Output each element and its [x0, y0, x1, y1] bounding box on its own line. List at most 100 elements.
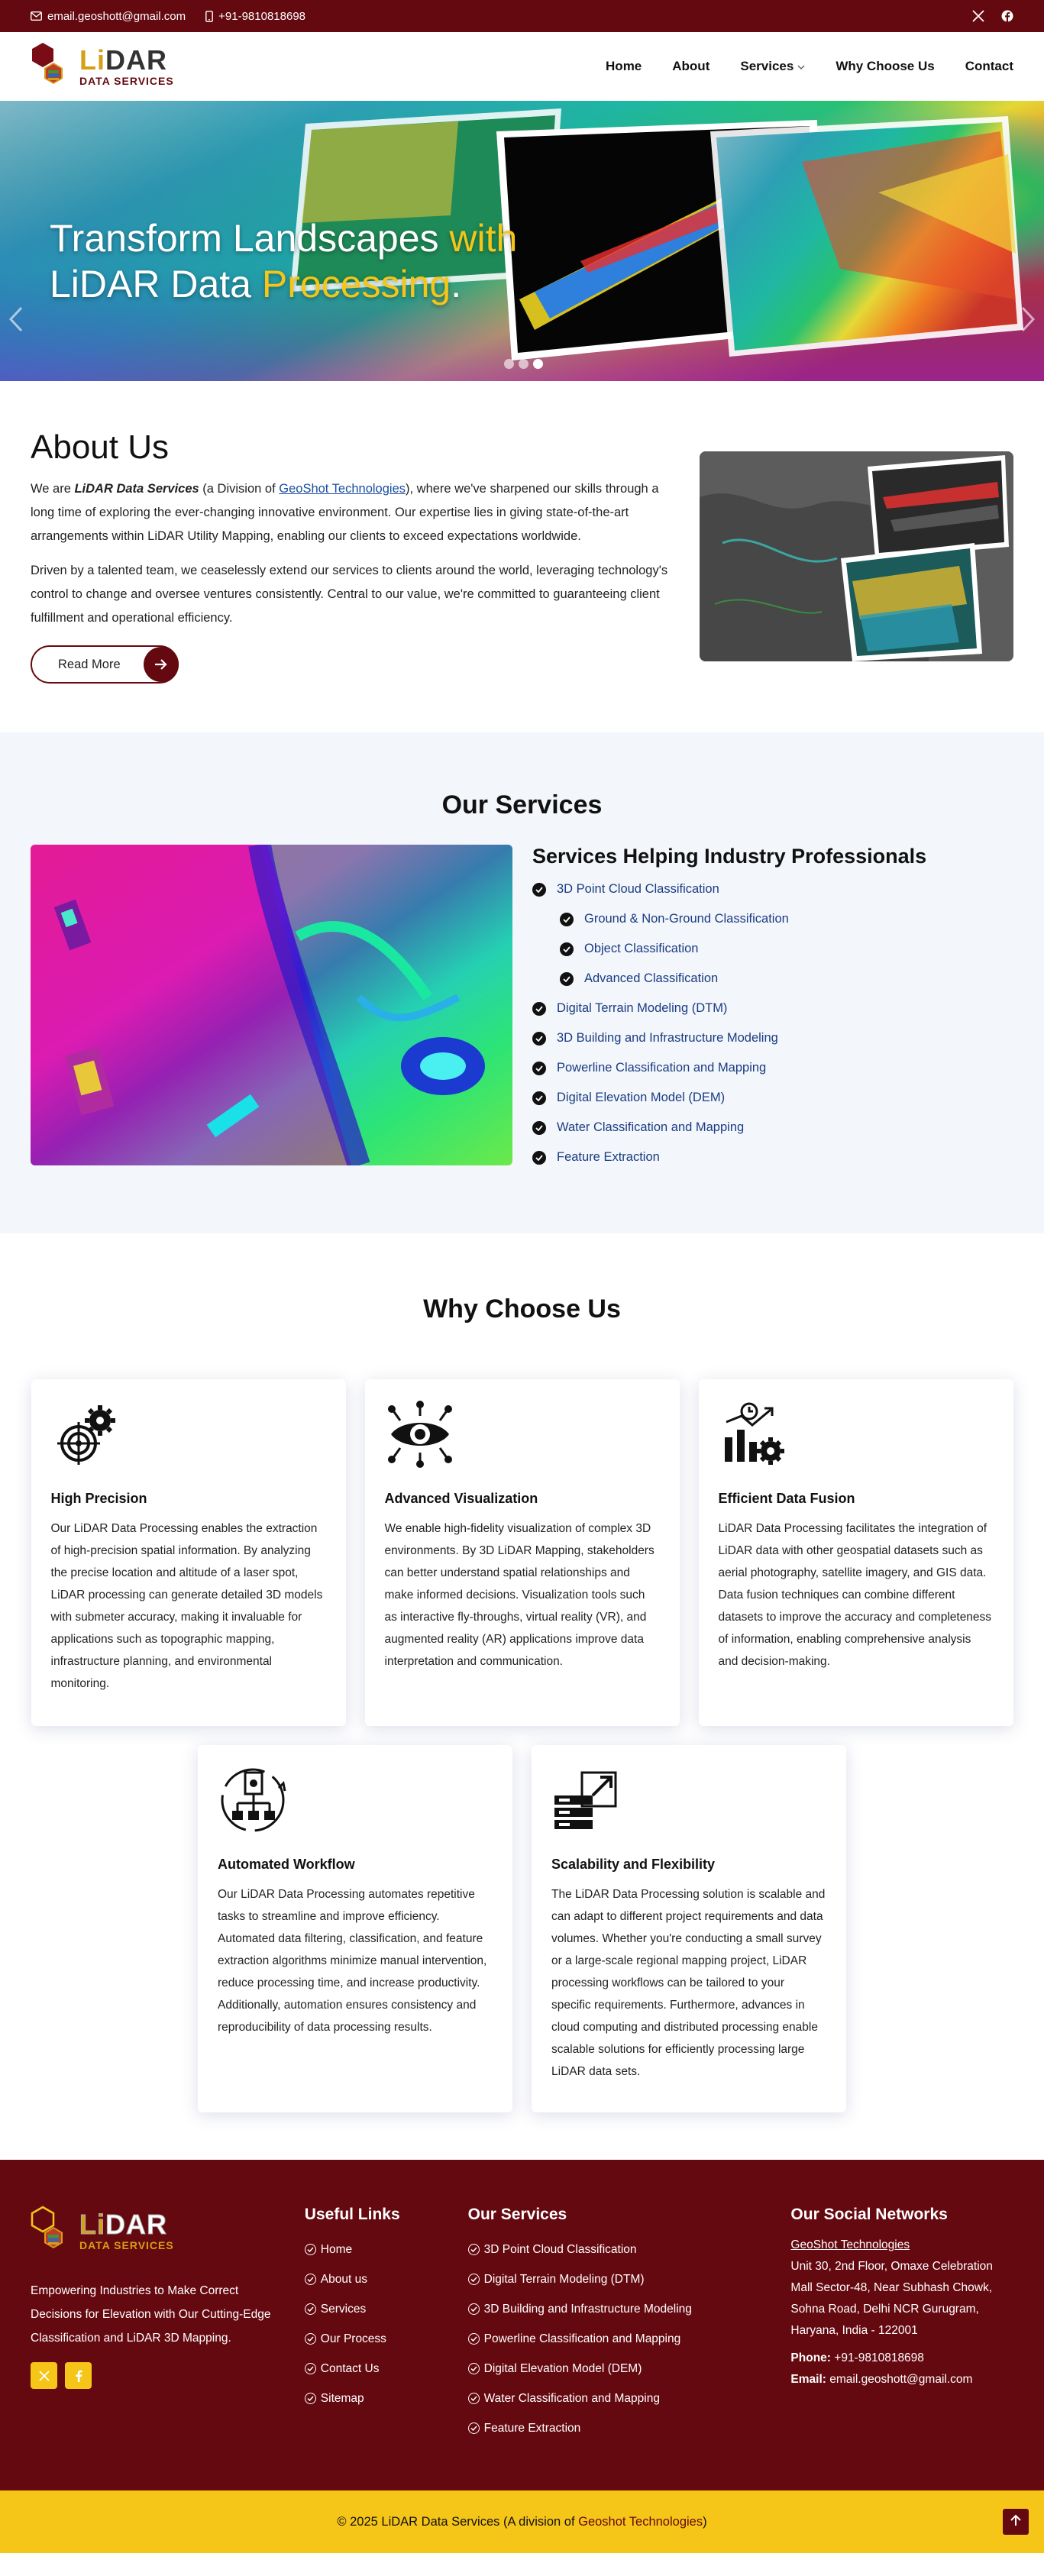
target-gear-icon — [51, 1399, 121, 1469]
arrow-right-icon — [143, 647, 179, 682]
feature-card: Advanced Visualization We enable high-fi… — [364, 1379, 680, 1726]
check-circle-outline-icon — [304, 2244, 316, 2255]
nav-contact[interactable]: Contact — [965, 59, 1013, 73]
service-label: Water Classification and Mapping — [557, 1120, 745, 1134]
footer-email[interactable]: email.geoshott@gmail.com — [829, 2373, 973, 2386]
footer-useful-link[interactable]: Home — [304, 2235, 468, 2264]
slide-dot[interactable] — [504, 359, 514, 369]
footer-link-label: 3D Point Cloud Classification — [483, 2242, 637, 2256]
hero-slider: Transform Landscapes with LiDAR Data Pro… — [0, 101, 1044, 381]
service-list-item[interactable]: 3D Building and Infrastructure Modeling — [532, 1023, 926, 1053]
service-list-item[interactable]: Advanced Classification — [532, 964, 926, 994]
service-label: Feature Extraction — [557, 1150, 660, 1164]
why-heading: Why Choose Us — [423, 1294, 621, 1324]
footer-tagline: Empowering Industries to Make Correct De… — [31, 2284, 271, 2345]
check-circle-icon — [560, 971, 574, 986]
footer-service-link[interactable]: Digital Elevation Model (DEM) — [467, 2354, 791, 2384]
service-list-item[interactable]: Digital Terrain Modeling (DTM) — [532, 994, 926, 1023]
about-lidar-image — [699, 451, 1013, 661]
footer-link-label: Feature Extraction — [483, 2421, 581, 2435]
footer-useful-links-heading: Useful Links — [304, 2206, 400, 2223]
footer-logo[interactable]: LiDAR DATA SERVICES — [31, 2206, 274, 2256]
service-label: Ground & Non-Ground Classification — [584, 912, 789, 926]
service-list-item[interactable]: Powerline Classification and Mapping — [532, 1053, 926, 1083]
check-circle-outline-icon — [467, 2393, 480, 2404]
slide-dot-active[interactable] — [533, 359, 543, 369]
footer-useful-link[interactable]: Contact Us — [304, 2354, 468, 2384]
check-circle-outline-icon — [467, 2363, 480, 2374]
footer-x-twitter-icon[interactable] — [31, 2362, 57, 2389]
topbar-phone-link[interactable]: +91-9810818698 — [205, 10, 305, 23]
check-circle-icon — [532, 1091, 546, 1105]
copyright-geoshot-link[interactable]: Geoshot Technologies — [578, 2514, 703, 2529]
check-circle-outline-icon — [467, 2244, 480, 2255]
footer-useful-link[interactable]: Services — [304, 2294, 468, 2324]
read-more-button[interactable]: Read More — [31, 645, 179, 684]
hero-next-arrow-icon[interactable] — [1020, 305, 1036, 341]
footer-useful-link[interactable]: Our Process — [304, 2324, 468, 2354]
footer-address-block: GeoShot Technologies Unit 30, 2nd Floor,… — [790, 2238, 993, 2386]
footer-link-label: Our Process — [320, 2332, 386, 2345]
site-logo[interactable]: LiDAR DATA SERVICES — [31, 41, 174, 92]
check-circle-outline-icon — [467, 2303, 480, 2315]
footer-facebook-icon[interactable] — [65, 2362, 92, 2389]
site-footer: LiDAR DATA SERVICES Empowering Industrie… — [0, 2160, 1044, 2490]
footer-link-label: Home — [320, 2242, 353, 2256]
service-label: Advanced Classification — [584, 971, 719, 985]
footer-useful-link[interactable]: About us — [304, 2264, 468, 2294]
why-choose-us-section: Why Choose Us High Precision Our LiDAR D… — [0, 1233, 1044, 2160]
back-to-top-button[interactable] — [1003, 2509, 1029, 2535]
check-circle-outline-icon — [304, 2274, 316, 2285]
service-list-item[interactable]: Ground & Non-Ground Classification — [532, 904, 926, 934]
check-circle-outline-icon — [304, 2393, 316, 2404]
about-heading: About Us — [31, 428, 169, 466]
services-section: Our Services — [0, 732, 1044, 1233]
eye-network-icon — [385, 1399, 455, 1469]
service-list-item[interactable]: Water Classification and Mapping — [532, 1113, 926, 1143]
service-label: Digital Elevation Model (DEM) — [557, 1091, 726, 1104]
service-list-item[interactable]: Feature Extraction — [532, 1143, 926, 1172]
hero-lidar-image — [0, 101, 1044, 381]
topbar-email-link[interactable]: email.geoshott@gmail.com — [31, 10, 186, 23]
footer-social-heading: Our Social Networks — [790, 2206, 948, 2223]
nav-about[interactable]: About — [672, 59, 710, 73]
check-circle-outline-icon — [304, 2363, 316, 2374]
footer-useful-link[interactable]: Sitemap — [304, 2384, 468, 2413]
service-list-item[interactable]: 3D Point Cloud Classification — [532, 874, 926, 904]
geoshot-link[interactable]: GeoShot Technologies — [279, 482, 406, 496]
check-circle-icon — [532, 882, 546, 897]
hero-prev-arrow-icon[interactable] — [8, 305, 24, 341]
footer-brand-wordmark: LiDAR — [79, 2209, 167, 2240]
nav-home[interactable]: Home — [606, 59, 642, 73]
envelope-icon — [31, 11, 42, 21]
top-bar: email.geoshott@gmail.com +91-9810818698 — [0, 0, 1044, 32]
footer-service-link[interactable]: 3D Point Cloud Classification — [467, 2235, 791, 2264]
x-twitter-icon[interactable] — [972, 10, 984, 22]
services-subheading: Services Helping Industry Professionals — [532, 845, 927, 868]
mobile-phone-icon — [205, 10, 214, 22]
hero-title: Transform Landscapes with LiDAR Data Pro… — [50, 217, 518, 305]
footer-phone[interactable]: +91-9810818698 — [834, 2351, 924, 2364]
check-circle-outline-icon — [467, 2422, 480, 2434]
nav-why-choose-us[interactable]: Why Choose Us — [836, 59, 935, 73]
footer-service-link[interactable]: 3D Building and Infrastructure Modeling — [467, 2294, 791, 2324]
chevron-down-icon — [797, 59, 805, 74]
check-circle-icon — [560, 942, 574, 956]
service-list-item[interactable]: Object Classification — [532, 934, 926, 964]
feature-card-text: Our LiDAR Data Processing automates repe… — [218, 1888, 487, 2034]
footer-service-link[interactable]: Powerline Classification and Mapping — [467, 2324, 791, 2354]
service-list-item[interactable]: Digital Elevation Model (DEM) — [532, 1083, 926, 1113]
feature-card-title: High Precision — [50, 1491, 147, 1506]
footer-link-label: Powerline Classification and Mapping — [483, 2332, 681, 2345]
check-circle-icon — [532, 1120, 546, 1135]
facebook-icon[interactable] — [1001, 10, 1013, 22]
footer-service-link[interactable]: Feature Extraction — [467, 2413, 791, 2443]
footer-service-link[interactable]: Digital Terrain Modeling (DTM) — [467, 2264, 791, 2294]
nav-services[interactable]: Services — [740, 59, 805, 74]
footer-service-link[interactable]: Water Classification and Mapping — [467, 2384, 791, 2413]
footer-company-link[interactable]: GeoShot Technologies — [790, 2238, 910, 2251]
logo-hexagon-icon — [31, 2206, 63, 2248]
service-label: 3D Building and Infrastructure Modeling — [557, 1031, 778, 1045]
slide-dot[interactable] — [519, 359, 528, 369]
about-paragraph-1: We are LiDAR Data Services (a Division o… — [31, 482, 659, 543]
